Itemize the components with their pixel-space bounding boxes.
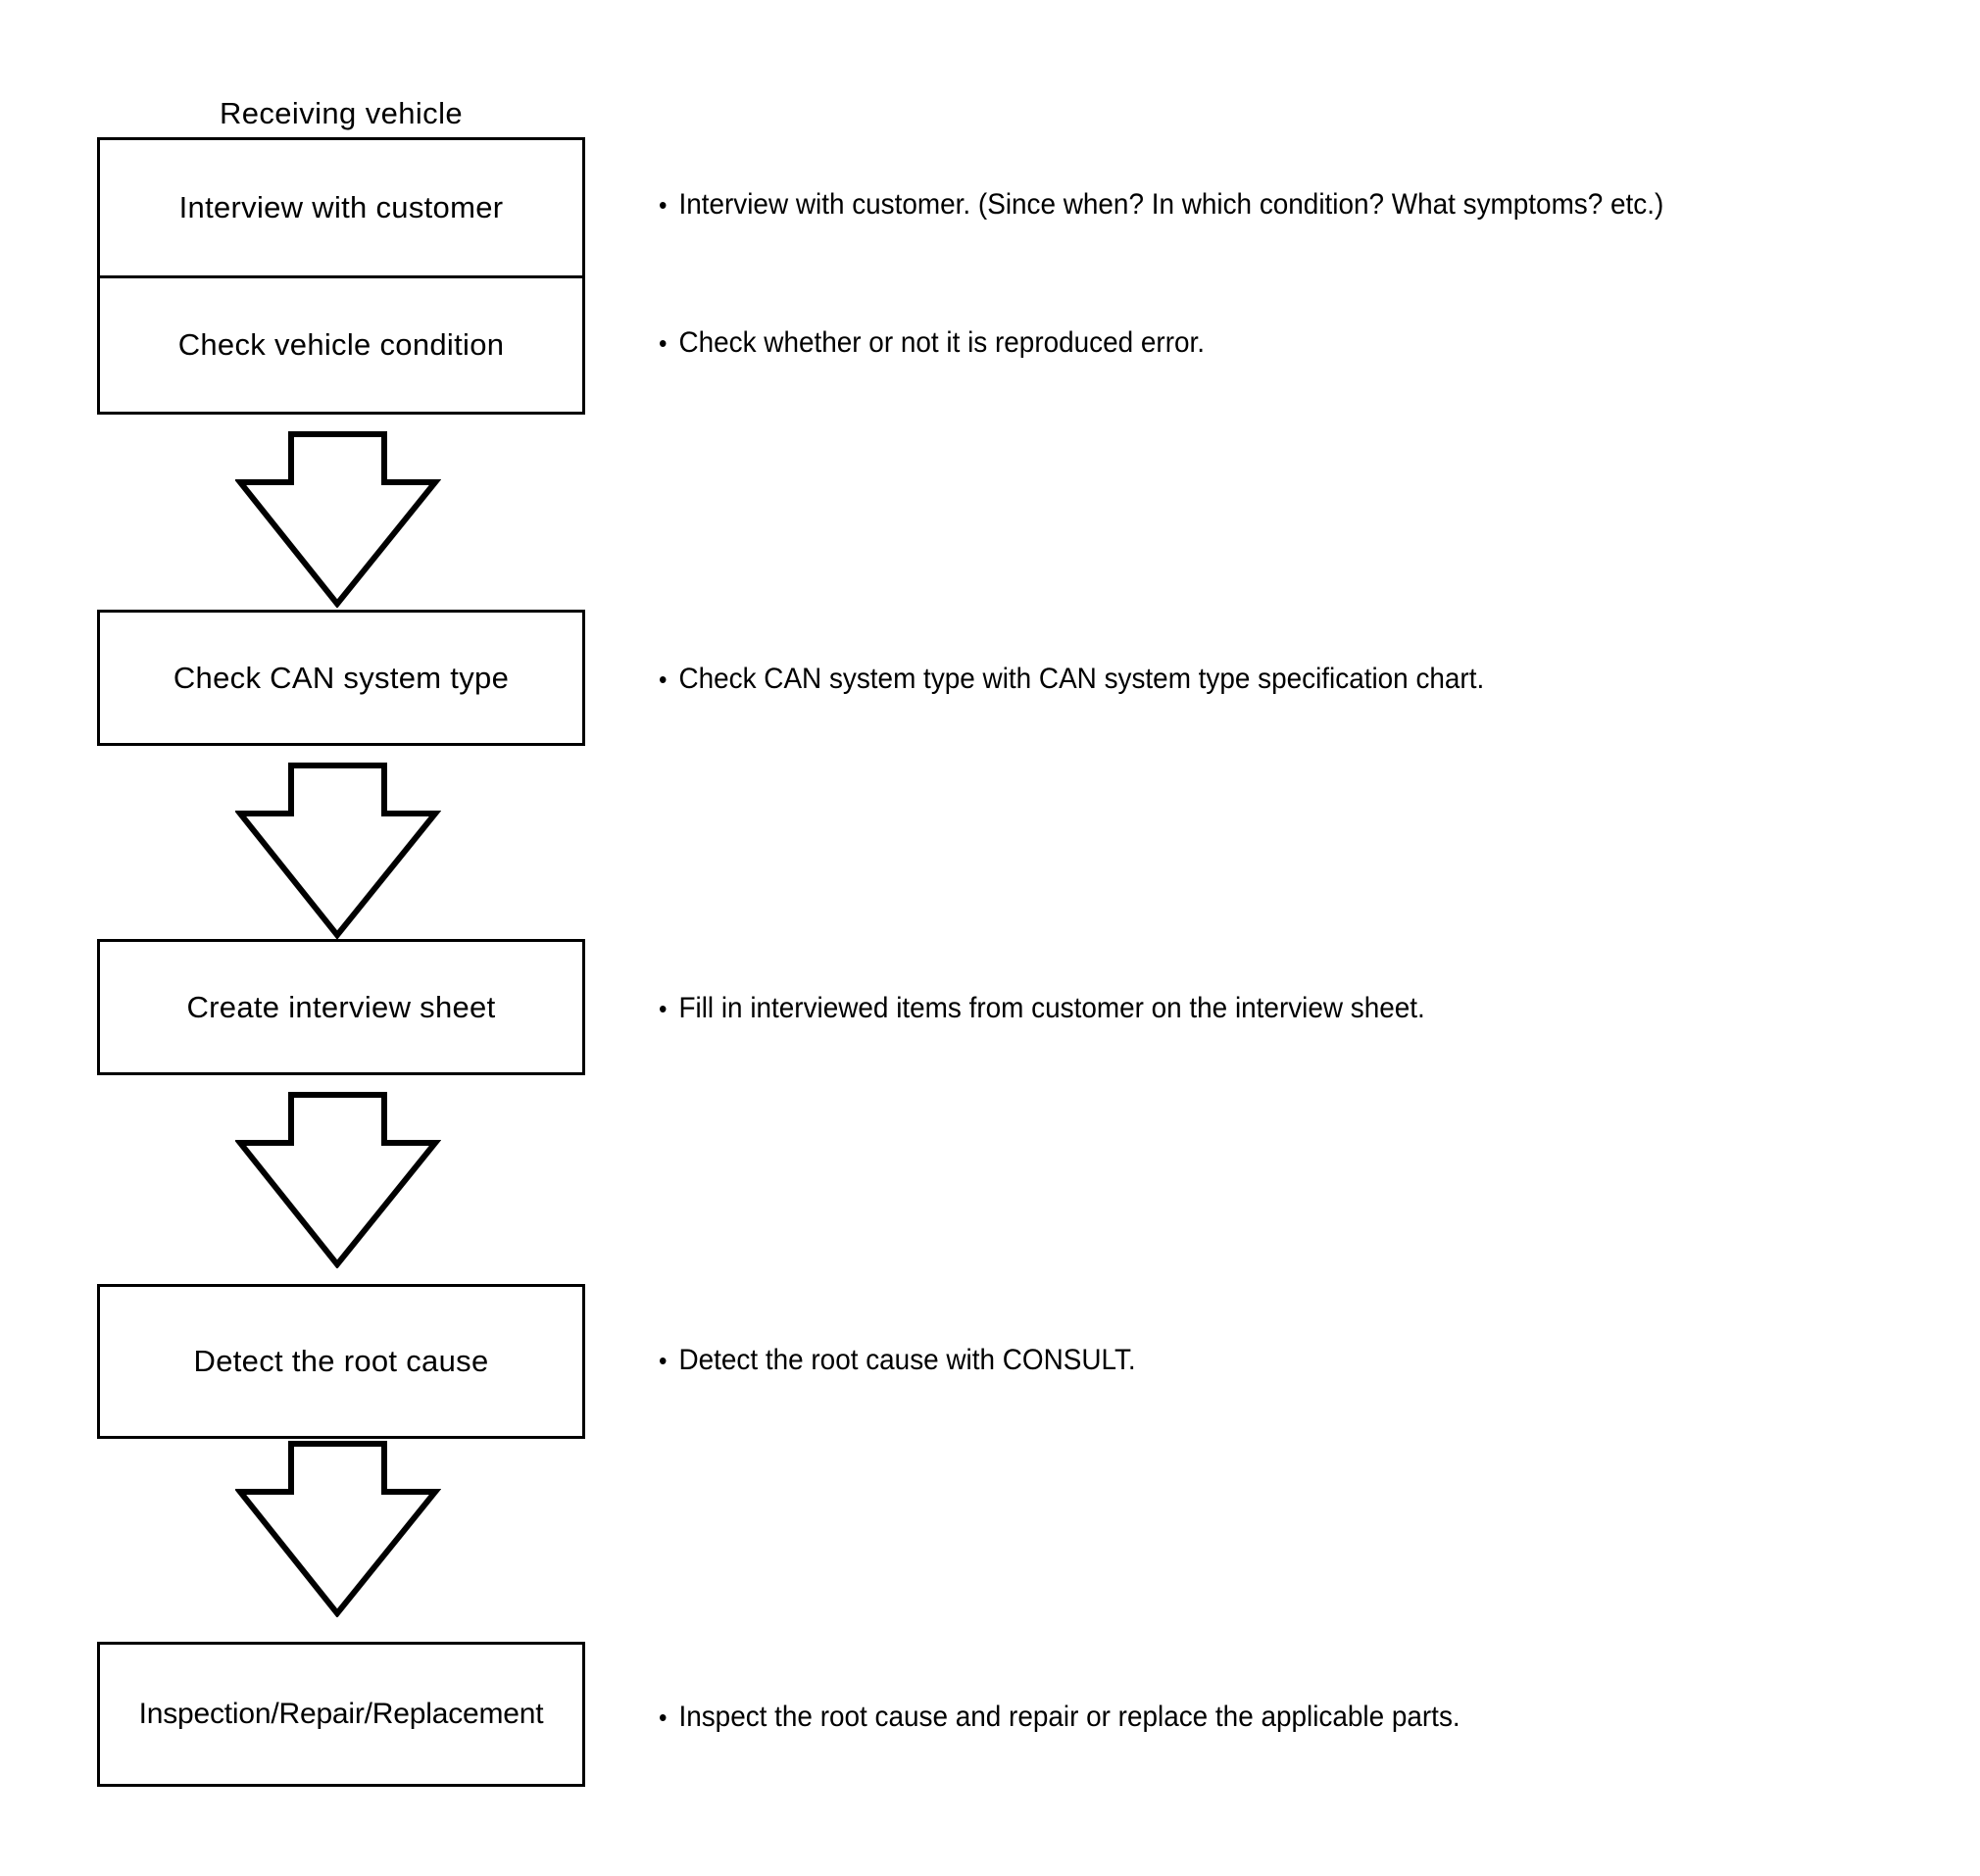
note-create-interview-sheet: • Fill in interviewed items from custome…: [659, 992, 1425, 1025]
page-title: Receiving vehicle: [219, 96, 464, 130]
note-text: Inspect the root cause and repair or rep…: [678, 1701, 1460, 1733]
arrow-down-icon-4: [235, 1441, 441, 1617]
bullet-icon: •: [659, 994, 668, 1023]
note-check-can-system-type: • Check CAN system type with CAN system …: [659, 663, 1484, 696]
step-box-check-can-system-type[interactable]: Check CAN system type: [97, 610, 585, 746]
step-box-create-interview-sheet[interactable]: Create interview sheet: [97, 939, 585, 1075]
step-box-label: Check vehicle condition: [177, 327, 505, 362]
bullet-icon: •: [659, 1346, 668, 1375]
step-box-label: Inspection/Repair/Replacement: [138, 1698, 544, 1730]
step-box-label: Create interview sheet: [186, 989, 496, 1024]
step-box-inspection-repair-replacement[interactable]: Inspection/Repair/Replacement: [97, 1642, 585, 1787]
note-detect-the-root-cause: • Detect the root cause with CONSULT.: [659, 1344, 1136, 1377]
note-check-vehicle-condition: • Check whether or not it is reproduced …: [659, 326, 1205, 360]
note-interview-with-customer: • Interview with customer. (Since when? …: [659, 188, 1663, 222]
bullet-icon: •: [659, 190, 668, 220]
arrow-down-icon-1: [235, 431, 441, 608]
note-text: Check whether or not it is reproduced er…: [678, 326, 1206, 359]
step-box-interview-with-customer[interactable]: Interview with customer: [100, 140, 582, 275]
note-text: Interview with customer. (Since when? In…: [678, 188, 1664, 221]
receiving-vehicle-box-group: Interview with customer Check vehicle co…: [97, 137, 585, 415]
note-text: Fill in interviewed items from customer …: [678, 992, 1425, 1024]
note-inspection-repair-replacement: • Inspect the root cause and repair or r…: [659, 1701, 1460, 1734]
note-text: Detect the root cause with CONSULT.: [678, 1344, 1136, 1376]
bullet-icon: •: [659, 328, 668, 358]
step-box-label: Check CAN system type: [173, 660, 510, 695]
note-text: Check CAN system type with CAN system ty…: [678, 663, 1485, 695]
step-box-check-vehicle-condition[interactable]: Check vehicle condition: [100, 275, 582, 412]
arrow-down-icon-3: [235, 1092, 441, 1268]
arrow-down-icon-2: [235, 763, 441, 939]
step-box-detect-the-root-cause[interactable]: Detect the root cause: [97, 1284, 585, 1439]
bullet-icon: •: [659, 665, 668, 694]
step-box-label: Detect the root cause: [193, 1344, 489, 1378]
bullet-icon: •: [659, 1703, 668, 1732]
step-box-label: Interview with customer: [178, 190, 504, 224]
